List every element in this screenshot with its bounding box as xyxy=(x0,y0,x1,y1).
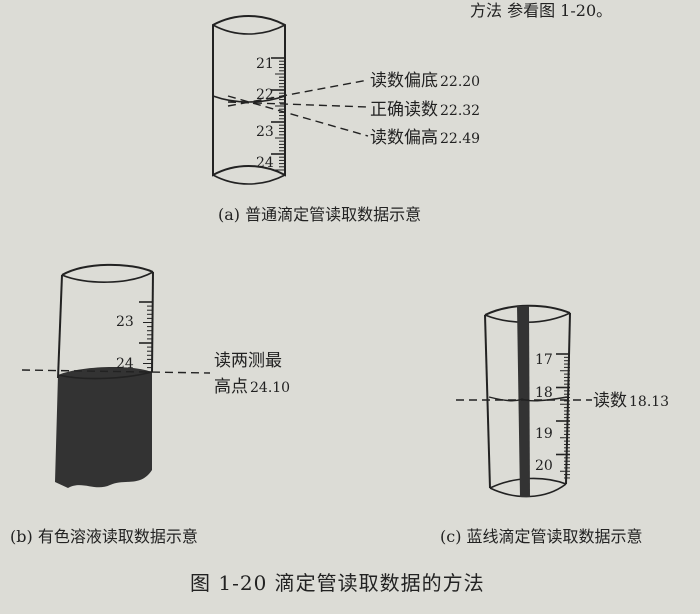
panel-c-scale-label: 17 xyxy=(535,352,553,368)
panel-c-scale-label: 18 xyxy=(535,385,553,401)
panel-b-burette: 23 24 xyxy=(21,263,211,488)
panel-a-burette: 21 22 23 24 xyxy=(212,15,369,185)
panel-a-caption: (a) 普通滴定管读取数据示意 xyxy=(218,205,421,224)
panel-b-colored-solution xyxy=(55,366,152,488)
panel-c-blue-stripe xyxy=(517,306,530,497)
panel-c-scale-label: 19 xyxy=(535,426,553,442)
panel-b-scale-label: 24 xyxy=(116,356,134,372)
panel-c-tube-right-wall xyxy=(565,312,571,485)
panel-c-tube-left-wall xyxy=(484,314,491,489)
panel-c-tube-top-rim xyxy=(484,304,571,316)
panel-b-tube-top-rim-front xyxy=(61,271,154,283)
panel-a-meniscus xyxy=(212,95,286,103)
panel-b-meniscus xyxy=(57,371,153,380)
figure-title: 图 1-20 滴定管读取数据的方法 xyxy=(190,571,485,595)
panel-b-tube-top-rim xyxy=(61,263,154,276)
panel-a-sightline-correct xyxy=(227,101,369,108)
panel-b-scale xyxy=(139,301,153,373)
panel-b-reading-line1: 读两测最 xyxy=(214,351,282,371)
panel-a-scale-label: 21 xyxy=(256,56,274,72)
panel-a-scale xyxy=(271,57,285,171)
panel-a-tube-top-rim xyxy=(212,24,286,35)
panel-b-caption: (b) 有色溶液读取数据示意 xyxy=(10,527,198,546)
panel-b-sightline xyxy=(21,369,211,374)
panel-c-caption: (c) 蓝线滴定管读取数据示意 xyxy=(440,527,643,546)
panel-a-tube-outline xyxy=(212,15,286,177)
panel-a-sightline-high xyxy=(227,95,369,137)
panel-c-scale xyxy=(556,353,570,479)
panel-b-tube-left-wall xyxy=(57,274,63,379)
panel-a-sightline-low xyxy=(227,79,369,107)
panel-b-scale-label: 23 xyxy=(116,314,134,330)
panel-a-scale-label: 24 xyxy=(256,155,274,171)
top-text-fragment: 方法 参看图 1-20。 xyxy=(470,1,612,20)
panel-a-tube-bottom-rim xyxy=(212,174,286,185)
panel-c-burette: 17 18 19 20 xyxy=(456,304,592,498)
panel-a-scale-label: 23 xyxy=(256,124,274,140)
panel-c-scale-label: 20 xyxy=(535,458,553,474)
